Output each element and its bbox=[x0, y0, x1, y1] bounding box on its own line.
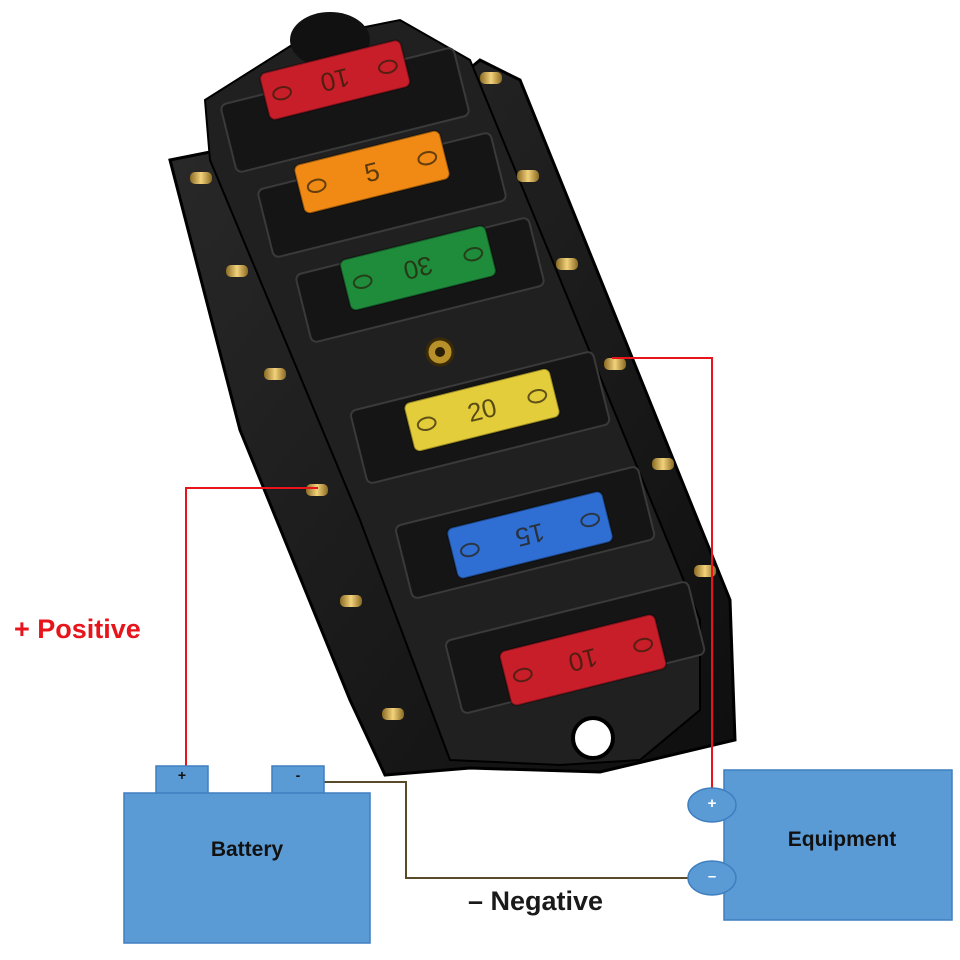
center-screw-hole bbox=[435, 347, 445, 357]
blade-fuse-rating: 15 bbox=[512, 517, 547, 553]
battery-label: Battery bbox=[210, 838, 284, 861]
battery-minus-post bbox=[271, 765, 325, 795]
blade-fuse-rating: 30 bbox=[400, 250, 435, 286]
blade-fuse-body bbox=[498, 613, 668, 707]
terminal-tab bbox=[604, 358, 626, 370]
terminal-tab bbox=[264, 368, 286, 380]
mounting-hole-bottom bbox=[571, 716, 615, 760]
terminal-tab bbox=[306, 484, 328, 496]
blade-fuse: 15 bbox=[446, 490, 614, 580]
positive-wire-battery-to-block bbox=[185, 487, 318, 768]
battery-plus-label: + bbox=[177, 767, 187, 783]
blade-fuse-rating: 10 bbox=[565, 642, 600, 678]
blade-fuse-rating: 20 bbox=[464, 392, 499, 428]
equipment bbox=[687, 769, 953, 921]
blade-fuse-contact bbox=[378, 59, 398, 75]
equipment-minus-label: – bbox=[707, 868, 717, 885]
blade-fuse-body bbox=[259, 39, 411, 121]
terminal-tab bbox=[556, 258, 578, 270]
terminal-tab bbox=[694, 565, 716, 577]
equipment-body bbox=[723, 769, 953, 921]
terminal-tab bbox=[190, 172, 212, 184]
blade-fuse-contact bbox=[580, 512, 601, 528]
blade-fuse-contact bbox=[527, 388, 548, 404]
blade-fuse: 5 bbox=[293, 129, 451, 215]
blade-fuse-body bbox=[403, 367, 561, 453]
equipment-label: Equipment bbox=[787, 828, 897, 851]
terminal-tab bbox=[652, 458, 674, 470]
fuses: 10 5 30 20 15 10 bbox=[259, 39, 668, 707]
terminal-tab bbox=[382, 708, 404, 720]
blade-fuse-contact bbox=[463, 246, 484, 262]
battery-body bbox=[123, 792, 371, 944]
blade-fuse-contact bbox=[512, 667, 533, 683]
blade-fuse-rating: 10 bbox=[317, 62, 352, 98]
terminal-tab bbox=[517, 170, 539, 182]
blade-fuse-contact bbox=[417, 150, 438, 166]
blade-fuse: 20 bbox=[403, 367, 561, 453]
terminal-tab bbox=[226, 265, 248, 277]
battery bbox=[123, 765, 371, 944]
blade-fuse-contact bbox=[272, 85, 292, 101]
blade-fuse-contact bbox=[306, 178, 327, 194]
battery-plus-post bbox=[155, 765, 209, 795]
positive-wire-block-to-equipment bbox=[612, 357, 713, 790]
blade-fuse: 30 bbox=[339, 224, 497, 312]
terminal-tab bbox=[340, 595, 362, 607]
blade-fuse-contact bbox=[352, 274, 373, 290]
positive-label: + Positive bbox=[14, 614, 141, 644]
wires bbox=[185, 357, 713, 879]
terminal-tab bbox=[480, 72, 502, 84]
blade-fuse-contact bbox=[459, 542, 480, 558]
battery-minus-label: - bbox=[295, 767, 301, 783]
blade-fuse-body bbox=[293, 129, 451, 215]
blade-fuse-contact bbox=[416, 416, 437, 432]
negative-wire bbox=[320, 781, 692, 879]
blade-fuse-contact bbox=[633, 637, 654, 653]
blade-fuse: 10 bbox=[259, 39, 411, 121]
blade-fuse-body bbox=[446, 490, 614, 580]
equipment-plus-label: + bbox=[707, 795, 717, 812]
equipment-plus-terminal bbox=[687, 787, 737, 823]
blade-fuse: 10 bbox=[498, 613, 668, 707]
blade-fuse-body bbox=[339, 224, 497, 312]
side-terminal-tabs bbox=[190, 72, 716, 720]
equipment-minus-terminal bbox=[687, 860, 737, 896]
blade-fuse-rating: 5 bbox=[361, 156, 382, 189]
negative-label: – Negative bbox=[468, 886, 604, 916]
